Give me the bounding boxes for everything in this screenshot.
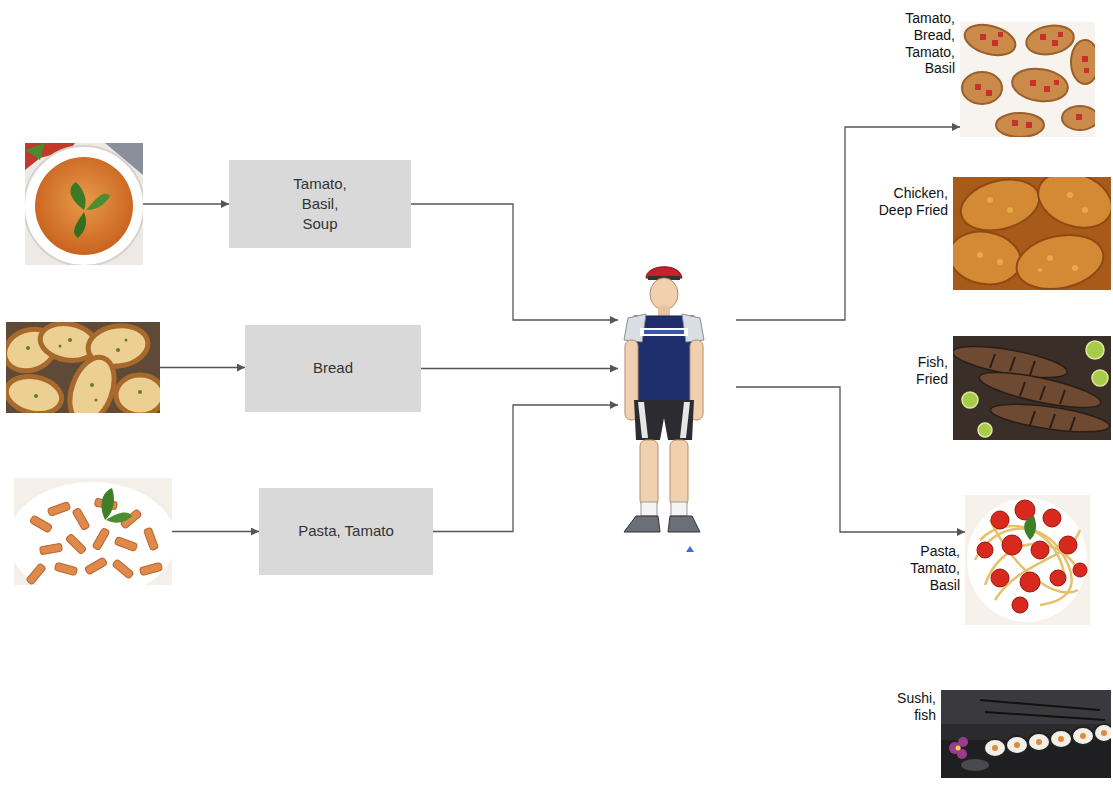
food-photo-node: Sushi, fish <box>941 690 1111 778</box>
flow-arrow <box>433 405 618 532</box>
flow-arrow <box>172 531 259 532</box>
food-label: Sushi, fish <box>892 690 936 724</box>
process-box: Tamato, Basil, Soup <box>229 160 411 248</box>
soup-photo-node <box>25 143 143 265</box>
fried-chicken-photo <box>953 177 1111 290</box>
flow-arrow <box>421 368 618 369</box>
penne-photo <box>14 478 172 585</box>
food-photo-node: Tamato, Bread, Tamato, Basil <box>960 22 1095 137</box>
box-label: Pasta, Tamato <box>298 521 394 541</box>
process-box: Bread <box>245 325 421 412</box>
flow-arrow <box>160 367 245 368</box>
food-photo-node: Pasta, Tamato, Basil <box>965 495 1090 625</box>
food-label: Pasta, Tamato, Basil <box>904 543 960 593</box>
cyclist-node <box>618 262 736 540</box>
food-photo-node: Fish, Fried <box>953 336 1111 440</box>
soup-photo <box>25 143 143 265</box>
bread-photo <box>6 322 160 413</box>
bruschetta-photo <box>960 22 1095 137</box>
box-label: Tamato, Basil, Soup <box>285 174 355 235</box>
flow-arrow <box>736 127 960 320</box>
flow-arrow <box>736 387 965 532</box>
bread-photo-node <box>6 322 160 413</box>
penne-photo-node <box>14 478 172 585</box>
food-label: Fish, Fried <box>908 354 948 388</box>
cyclist-figure <box>624 267 704 552</box>
box-label: Bread <box>313 358 353 378</box>
food-label: Tamato, Bread, Tamato, Basil <box>899 10 955 77</box>
process-box: Pasta, Tamato <box>259 488 433 575</box>
food-label: Chicken, Deep Fried <box>874 185 948 219</box>
flow-arrow <box>143 203 229 204</box>
fried-fish-photo <box>953 336 1111 440</box>
spaghetti-photo <box>965 495 1090 625</box>
sushi-photo <box>941 690 1111 778</box>
flow-arrow <box>411 204 618 320</box>
food-photo-node: Chicken, Deep Fried <box>953 177 1111 290</box>
